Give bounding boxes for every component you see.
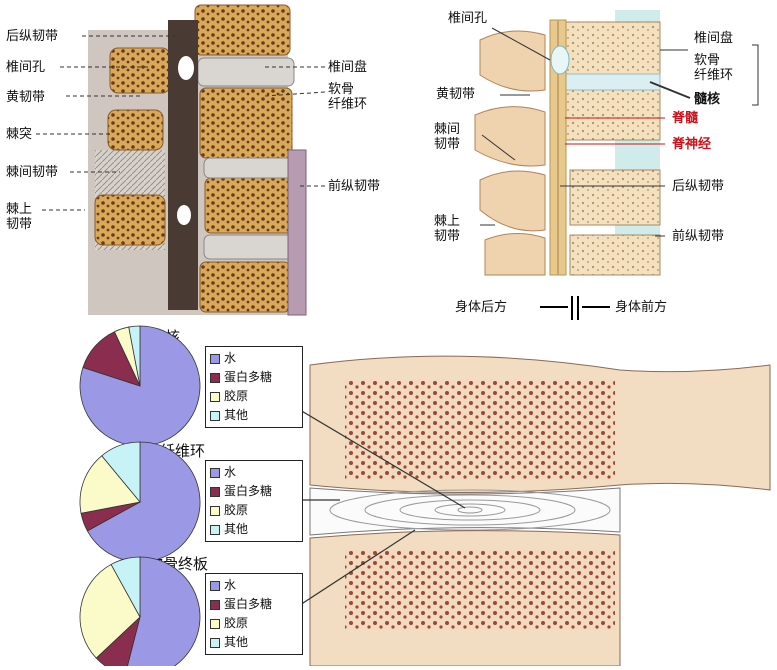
pie-slice-proteoglycan [80,501,141,532]
left-spine-diagram: 后纵韧带 椎间孔 黄韧带 棘突 棘间韧带 棘上 韧带 椎间盘 软骨 纤维环 前纵… [0,0,420,320]
label-interspinous-ligament-right: 棘间 韧带 [434,122,461,152]
label-anterior-longitudinal-right: 前纵韧带 [672,229,725,244]
label-cartilage-annulus: 软骨 纤维环 [328,82,368,112]
legend-item-other: 其他 [210,406,248,423]
swatch-icon [210,372,220,383]
legend-annulus: 水 蛋白多糖 胶原 其他 [205,460,303,542]
legend-item-proteoglycan: 蛋白多糖 [210,482,272,499]
label-cartilage-annulus-right: 软骨 纤维环 [694,53,734,83]
legend-label: 胶原 [224,389,249,403]
swatch-icon [210,580,220,591]
legend-label: 其他 [224,522,249,536]
swatch-icon [210,391,220,402]
label-interspinous-ligament: 棘间韧带 [6,165,59,180]
legend-label: 水 [224,351,237,365]
label-supraspinous-ligament: 棘上 韧带 [6,202,33,232]
right-spine-illustration [474,10,759,320]
swatch-icon [210,467,220,478]
pie-title-annulus: 纤维环 [160,442,206,460]
pie-slice-collagen [113,326,141,387]
legend-item-water: 水 [210,576,236,593]
label-nucleus-right: 髓核 [694,92,721,107]
label-intervertebral-foramen: 椎间孔 [6,60,46,75]
pie-title-nucleus: 髓核 [150,328,181,346]
pie-title-endplate: 软骨终板 [148,555,209,573]
label-intervertebral-foramen-right: 椎间孔 [448,11,488,26]
legend-label: 胶原 [224,616,249,630]
label-spinous-process: 棘突 [6,127,33,142]
pie-slice-other [110,556,141,618]
label-anterior-longitudinal-ligament: 前纵韧带 [328,179,381,194]
swatch-icon [210,618,220,629]
swatch-icon [210,486,220,497]
legend-item-other: 其他 [210,633,248,650]
pie-slice-proteoglycan [95,615,141,666]
label-ligamentum-flavum: 黄韧带 [6,90,46,105]
legend-item-collagen: 胶原 [210,501,248,518]
legend-item-water: 水 [210,463,236,480]
swatch-icon [210,637,220,648]
legend-nucleus: 水 蛋白多糖 胶原 其他 [205,346,303,428]
legend-item-collagen: 胶原 [210,614,248,631]
legend-item-other: 其他 [210,520,248,537]
legend-endplate: 水 蛋白多糖 胶原 其他 [205,573,303,655]
label-supraspinous-ligament-right: 棘上 韧带 [434,214,461,244]
right-spine-diagram: 椎间孔 黄韧带 棘间 韧带 棘上 韧带 椎间盘 软骨 纤维环 髓核 脊髓 脊神经… [420,0,777,325]
pie-slice-other [128,325,141,387]
legend-label: 其他 [224,408,249,422]
legend-label: 水 [224,465,237,479]
left-spine-illustration [36,4,326,316]
legend-label: 蛋白多糖 [224,484,273,498]
label-spinal-nerve: 脊神经 [672,137,712,152]
label-intervertebral-disc-right: 椎间盘 [694,31,734,46]
legend-label: 蛋白多糖 [224,597,273,611]
label-body-front: 身体前方 [615,300,668,315]
pie-slice-collagen [79,455,141,514]
swatch-icon [210,599,220,610]
legend-label: 蛋白多糖 [224,370,273,384]
disc-section-illustration [299,340,777,667]
disc-section-svg [299,355,771,667]
legend-item-proteoglycan: 蛋白多糖 [210,368,272,385]
pie-slice-water [79,325,201,447]
pie-slice-collagen [79,563,141,659]
swatch-icon [210,505,220,516]
swatch-icon [210,353,220,364]
swatch-icon [210,410,220,421]
legend-item-water: 水 [210,349,236,366]
label-spinal-cord: 脊髓 [672,111,699,126]
pie-slice-proteoglycan [82,331,141,387]
swatch-icon [210,524,220,535]
pie-slice-other [101,441,141,504]
legend-label: 胶原 [224,503,249,517]
label-body-back: 身体后方 [455,300,508,315]
legend-label: 水 [224,578,237,592]
label-posterior-longitudinal-right: 后纵韧带 [672,179,725,194]
label-intervertebral-disc: 椎间盘 [328,60,368,75]
legend-label: 其他 [224,635,249,649]
legend-item-collagen: 胶原 [210,387,248,404]
legend-item-proteoglycan: 蛋白多糖 [210,595,272,612]
label-posterior-longitudinal-ligament: 后纵韧带 [6,29,59,44]
label-ligamentum-flavum-right: 黄韧带 [436,87,476,102]
